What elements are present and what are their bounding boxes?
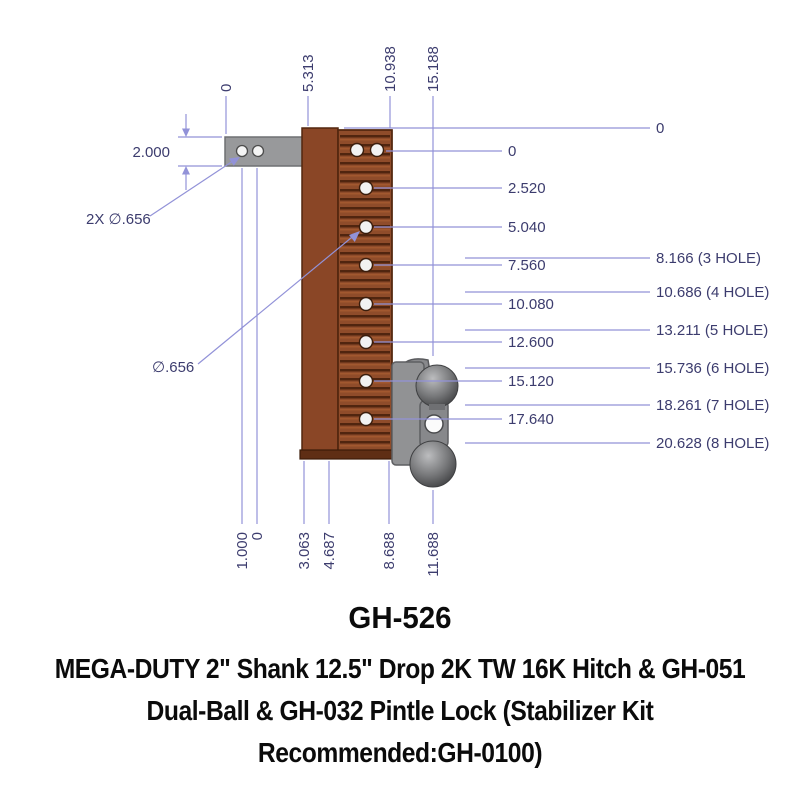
drop-channel <box>337 129 393 459</box>
dim-bottom-2: 3.063 <box>296 532 313 570</box>
dim-top-3: 15.188 <box>425 46 442 92</box>
dim-shank-height: 2.000 <box>132 144 170 161</box>
hitch-assembly <box>224 127 459 488</box>
dim-adjust-hole-diameter: ∅.656 <box>152 359 194 376</box>
product-model: GH-526 <box>348 600 452 635</box>
title-block: GH-526 MEGA-DUTY 2" Shank 12.5" Drop 2K … <box>0 600 800 774</box>
hitch-technical-drawing: 0 5.313 10.938 15.188 1.000 0 3.063 4.68… <box>86 46 769 577</box>
adjust-hole-row1-left <box>349 142 365 158</box>
dim-drop-7hole: 18.261 (7 HOLE) <box>656 397 769 414</box>
dim-hole-0: 0 <box>508 143 516 160</box>
dim-hole-1: 2.520 <box>508 180 546 197</box>
dim-shank-hole-diameter: 2X ∅.656 <box>86 211 151 228</box>
dim-hole-6: 15.120 <box>508 373 554 390</box>
dim-bottom-1: 0 <box>249 532 266 540</box>
back-plate <box>301 127 339 459</box>
ball-neck <box>429 404 445 410</box>
dim-top-0: 0 <box>218 84 235 92</box>
dim-top-1: 5.313 <box>300 54 317 92</box>
product-title-line-2: Dual-Ball & GH-032 Pintle Lock (Stabiliz… <box>146 695 654 726</box>
dim-drop-5hole: 13.211 (5 HOLE) <box>656 322 768 339</box>
adjust-hole-row2 <box>358 180 374 196</box>
dim-drop-3hole: 8.166 (3 HOLE) <box>656 250 761 267</box>
adjust-hole-row6 <box>358 334 374 350</box>
dim-drop-4hole: 10.686 (4 HOLE) <box>656 284 769 301</box>
product-title-line-3: Recommended:GH-0100) <box>257 737 543 768</box>
adjust-hole-row5 <box>358 296 374 312</box>
dim-bottom-5: 11.688 <box>425 532 442 577</box>
dim-bottom-0: 1.000 <box>234 532 251 570</box>
dimension-labels: 0 5.313 10.938 15.188 1.000 0 3.063 4.68… <box>86 46 769 577</box>
dimension-lines <box>149 96 650 524</box>
dim-right-top-zero: 0 <box>656 120 664 137</box>
dim-drop-6hole: 15.736 (6 HOLE) <box>656 360 769 377</box>
base-plate <box>299 449 397 460</box>
adjust-hole-row4 <box>358 257 374 273</box>
dim-hole-4: 10.080 <box>508 296 554 313</box>
dim-hole-2: 5.040 <box>508 219 546 236</box>
dim-top-2: 10.938 <box>382 46 399 92</box>
product-title-line-1: MEGA-DUTY 2" Shank 12.5" Drop 2K TW 16K … <box>54 653 746 684</box>
dimension-arrowheads <box>182 128 360 242</box>
adjust-hole-row3 <box>358 219 374 235</box>
dim-hole-5: 12.600 <box>508 334 554 351</box>
bottom-hitch-ball <box>409 440 457 488</box>
dim-hole-7: 17.640 <box>508 411 554 428</box>
adjust-hole-row7 <box>358 373 374 389</box>
dim-hole-3: 7.560 <box>508 257 546 274</box>
shank-hole-2 <box>251 144 265 158</box>
adjust-hole-row8 <box>358 411 374 427</box>
mount-pin-hole <box>424 414 444 434</box>
technical-drawing-area: 0 5.313 10.938 15.188 1.000 0 3.063 4.68… <box>86 46 769 577</box>
dim-bottom-4: 8.688 <box>381 532 398 570</box>
top-hitch-ball <box>415 364 459 408</box>
adjust-hole-row1-right <box>369 142 385 158</box>
dim-bottom-3: 4.687 <box>321 532 338 570</box>
dim-drop-8hole: 20.628 (8 HOLE) <box>656 435 769 452</box>
shank-hole-1 <box>235 144 249 158</box>
